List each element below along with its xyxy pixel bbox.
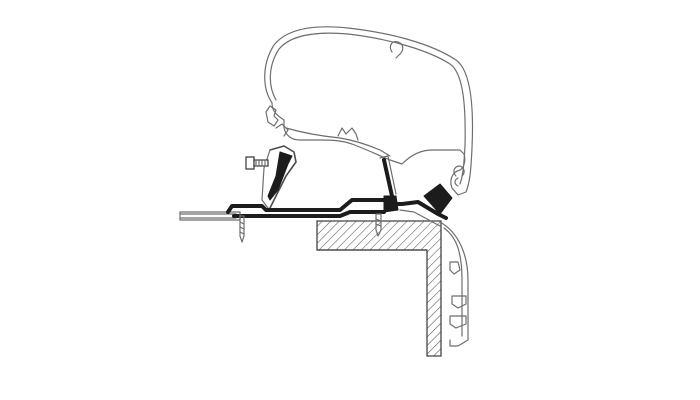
- roof-adapter-rail: [226, 155, 453, 227]
- cassette-inner-profile: [265, 105, 391, 157]
- awning-cassette-outline: [264, 26, 474, 196]
- wall-bracket: [245, 145, 297, 209]
- vehicle-wall-section: [316, 220, 442, 357]
- bolt-head: [245, 156, 255, 170]
- side-skirt-profile: [439, 221, 469, 347]
- screw-middle: [375, 213, 382, 237]
- screws: [239, 213, 382, 243]
- roof-panel: [179, 211, 241, 221]
- screw-left: [239, 215, 245, 243]
